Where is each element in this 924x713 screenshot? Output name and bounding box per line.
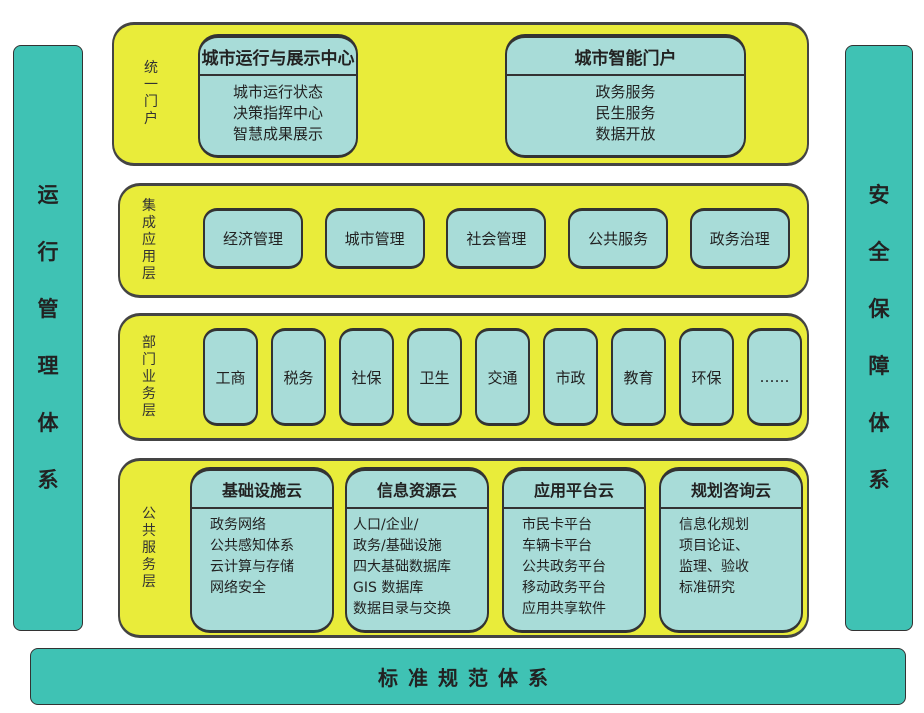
card-item: 移动政务平台: [522, 580, 606, 596]
card-items: 市民卡平台车辆卡平台公共政务平台移动政务平台应用共享软件: [504, 509, 644, 620]
card-item: 决策指挥中心: [232, 104, 323, 122]
card-item: 数据开放: [595, 125, 656, 143]
dept-box[interactable]: 市政: [543, 328, 598, 426]
app-box[interactable]: 政务治理: [689, 208, 790, 269]
card-title: 基础设施云: [192, 471, 332, 509]
portal-card: 城市智能门户政务服务民生服务数据开放: [505, 34, 746, 158]
card-item: 人口/企业/: [353, 517, 419, 533]
cloud-card: 应用平台云市民卡平台车辆卡平台公共政务平台移动政务平台应用共享软件: [502, 467, 646, 633]
card-items: 信息化规划项目论证、监理、验收标准研究: [661, 509, 801, 599]
dept-box[interactable]: 工商: [203, 328, 258, 426]
dept-box[interactable]: 卫生: [407, 328, 462, 426]
portal-card: 城市运行与展示中心城市运行状态决策指挥中心智慧成果展示: [198, 34, 358, 158]
card-item: 标准研究: [679, 580, 735, 596]
card-item: 项目论证、: [679, 538, 749, 554]
cloud-card: 基础设施云政务网络公共感知体系云计算与存储网络安全: [190, 467, 334, 633]
card-item: 智慧成果展示: [232, 125, 323, 143]
card-items: 城市运行状态决策指挥中心智慧成果展示: [200, 76, 356, 145]
card-items: 政务服务民生服务数据开放: [507, 76, 744, 145]
app-box[interactable]: 社会管理: [446, 208, 547, 269]
card-title: 应用平台云: [504, 471, 644, 509]
card-items: 人口/企业/政务/基础设施四大基础数据库 GIS 数据库数据目录与交换: [347, 509, 487, 620]
dept-box[interactable]: 教育: [611, 328, 666, 426]
card-item: 监理、验收: [679, 559, 749, 575]
card-item: 网络安全: [210, 580, 266, 596]
card-item: 政务网络: [210, 517, 266, 533]
layer-label: 公共服务层: [142, 505, 156, 590]
app-box[interactable]: 经济管理: [203, 208, 303, 269]
card-item: GIS 数据库: [353, 580, 424, 596]
layer-label: 统一门户: [144, 60, 158, 127]
dept-box[interactable]: 税务: [271, 328, 326, 426]
layer-label: 部门业务层: [142, 334, 156, 419]
dept-box[interactable]: ……: [747, 328, 802, 426]
card-item: 车辆卡平台: [522, 538, 592, 554]
card-title: 城市智能门户: [507, 38, 744, 76]
card-item: 政务/基础设施: [353, 538, 442, 554]
right-bar-security: 安全保障体系: [845, 45, 913, 631]
app-box[interactable]: 公共服务: [568, 208, 669, 269]
layer-label: 集成应用层: [142, 198, 156, 282]
card-title: 规划咨询云: [661, 471, 801, 509]
card-item: 云计算与存储: [210, 559, 294, 575]
left-bar-text: 运行管理体系: [37, 183, 59, 492]
app-box[interactable]: 城市管理: [324, 208, 425, 269]
card-title: 城市运行与展示中心: [200, 38, 356, 76]
card-title: 信息资源云: [347, 471, 487, 509]
card-item: 数据目录与交换: [353, 601, 451, 617]
card-item: 公共感知体系: [210, 538, 294, 554]
card-item: 公共政务平台: [522, 559, 606, 575]
card-item: 应用共享软件: [522, 601, 606, 617]
card-item: 城市运行状态: [232, 83, 323, 101]
cloud-card: 信息资源云人口/企业/政务/基础设施四大基础数据库 GIS 数据库数据目录与交换: [345, 467, 489, 633]
card-item: 政务服务: [595, 83, 656, 101]
card-item: 市民卡平台: [522, 517, 592, 533]
right-bar-text: 安全保障体系: [868, 183, 890, 492]
left-bar-operation-management: 运行管理体系: [13, 45, 83, 631]
card-items: 政务网络公共感知体系云计算与存储网络安全: [192, 509, 332, 599]
cloud-card: 规划咨询云信息化规划项目论证、监理、验收标准研究: [659, 467, 803, 633]
card-item: 信息化规划: [679, 517, 749, 533]
card-item: 四大基础数据库: [353, 559, 451, 575]
dept-box[interactable]: 环保: [679, 328, 734, 426]
bottom-bar-standards: 标准规范体系: [30, 648, 906, 705]
dept-box[interactable]: 交通: [475, 328, 530, 426]
card-item: 民生服务: [595, 104, 656, 122]
dept-box[interactable]: 社保: [339, 328, 394, 426]
